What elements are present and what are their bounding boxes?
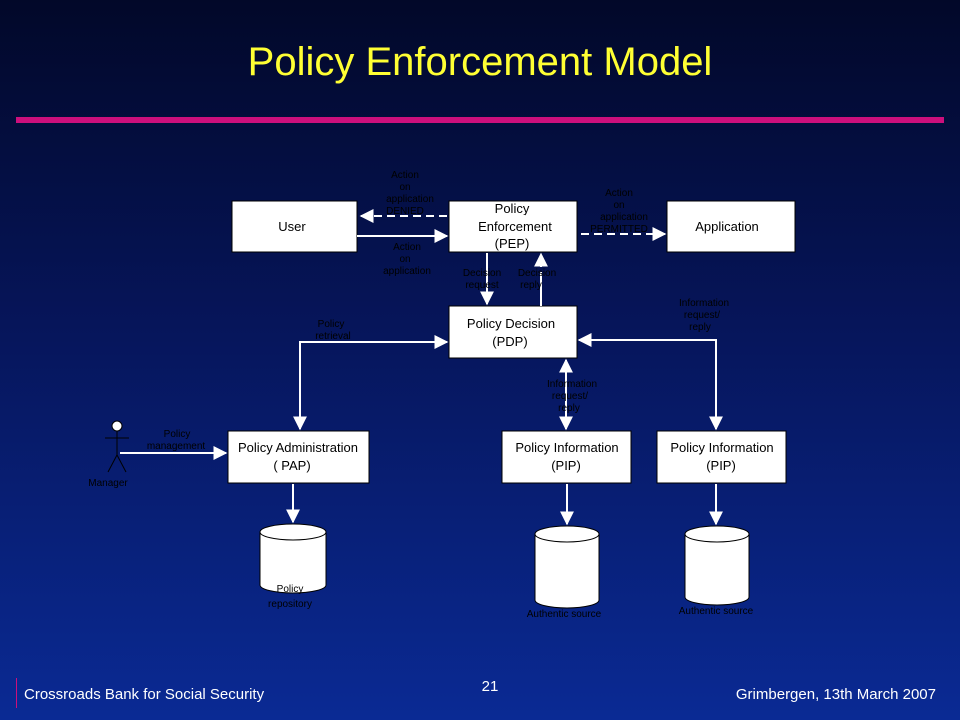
label-policy-repository: Policy repository bbox=[268, 584, 312, 610]
pep-box: Policy Enforcement (PEP) bbox=[448, 200, 578, 253]
label-policy-retrieval: Policy retrieval bbox=[315, 319, 351, 342]
pip-box-1: Policy Information (PIP) bbox=[501, 430, 632, 484]
pep-label-1: Policy bbox=[495, 201, 530, 216]
svg-text:management: management bbox=[147, 441, 206, 452]
svg-text:Policy: Policy bbox=[164, 429, 191, 440]
label-decision-reply: Decision reply bbox=[518, 268, 556, 291]
svg-text:request/: request/ bbox=[684, 310, 720, 321]
pip2-label-1: Policy Information bbox=[670, 440, 773, 455]
pap-box: Policy Administration ( PAP) bbox=[227, 430, 370, 484]
label-manager: Manager bbox=[88, 478, 128, 489]
svg-text:PERMITTED: PERMITTED bbox=[590, 224, 648, 235]
svg-text:reply: reply bbox=[689, 322, 711, 333]
label-action-on-application: Action on application bbox=[383, 242, 431, 277]
page-number: 21 bbox=[481, 678, 499, 695]
policy-retrieval-arrow bbox=[293, 335, 449, 431]
pdp-box: Policy Decision (PDP) bbox=[448, 305, 578, 359]
slide-title: Policy Enforcement Model bbox=[247, 40, 713, 84]
label-policy-management: Policy management bbox=[147, 429, 206, 452]
pdp-pip2-arrow bbox=[577, 333, 723, 431]
pep-label-2: Enforcement bbox=[478, 219, 552, 234]
label-decision-request: Decision request bbox=[463, 268, 501, 291]
svg-text:repository: repository bbox=[268, 599, 312, 610]
application-box-label: Application bbox=[695, 219, 759, 234]
svg-text:Action: Action bbox=[391, 170, 419, 181]
label-authentic-source-2: Authentic source bbox=[679, 606, 754, 617]
pip1-label-1: Policy Information bbox=[515, 440, 618, 455]
label-action-denied: Action on application DENIED bbox=[386, 170, 434, 217]
svg-text:application: application bbox=[600, 212, 648, 223]
pip1-label-2: (PIP) bbox=[551, 458, 581, 473]
svg-text:Information: Information bbox=[679, 298, 729, 309]
pdp-label-1: Policy Decision bbox=[467, 316, 555, 331]
svg-text:Decision: Decision bbox=[463, 268, 501, 279]
manager-icon bbox=[105, 420, 129, 473]
user-box-label: User bbox=[278, 219, 306, 234]
application-box: Application bbox=[666, 200, 796, 253]
footer-accent-line bbox=[16, 678, 17, 708]
policy-repository-cylinder bbox=[259, 523, 327, 594]
svg-text:application: application bbox=[383, 266, 431, 277]
svg-text:reply: reply bbox=[520, 280, 542, 291]
svg-text:application: application bbox=[386, 194, 434, 205]
pip-box-2: Policy Information (PIP) bbox=[656, 430, 787, 484]
title-divider bbox=[16, 117, 944, 123]
svg-text:Policy: Policy bbox=[318, 319, 345, 330]
user-box: User bbox=[231, 200, 358, 253]
svg-text:request/: request/ bbox=[552, 391, 588, 402]
authentic-source-cylinder-2 bbox=[684, 525, 750, 606]
pap-label-1: Policy Administration bbox=[238, 440, 358, 455]
pdp-label-2: (PDP) bbox=[492, 334, 527, 349]
pep-label-3: (PEP) bbox=[495, 236, 530, 251]
svg-text:on: on bbox=[399, 254, 410, 265]
svg-text:reply: reply bbox=[558, 403, 580, 414]
pip2-label-2: (PIP) bbox=[706, 458, 736, 473]
svg-text:DENIED: DENIED bbox=[386, 206, 424, 217]
label-authentic-source-1: Authentic source bbox=[527, 609, 602, 620]
label-info-request-mid: Information request/ reply bbox=[547, 379, 597, 414]
svg-text:Action: Action bbox=[393, 242, 421, 253]
svg-text:on: on bbox=[399, 182, 410, 193]
svg-text:retrieval: retrieval bbox=[315, 331, 351, 342]
svg-text:Action: Action bbox=[605, 188, 633, 199]
label-info-request-right: Information request/ reply bbox=[679, 298, 729, 333]
svg-text:Policy: Policy bbox=[277, 584, 304, 595]
pap-label-2: ( PAP) bbox=[273, 458, 310, 473]
authentic-source-cylinder-1 bbox=[534, 525, 600, 609]
svg-text:Decision: Decision bbox=[518, 268, 556, 279]
footer-location-date: Grimbergen, 13th March 2007 bbox=[735, 686, 936, 703]
svg-text:Information: Information bbox=[547, 379, 597, 390]
label-action-permitted: Action on application PERMITTED bbox=[590, 188, 648, 235]
svg-text:request: request bbox=[465, 280, 499, 291]
svg-text:on: on bbox=[613, 200, 624, 211]
footer-organization: Crossroads Bank for Social Security bbox=[24, 686, 265, 703]
